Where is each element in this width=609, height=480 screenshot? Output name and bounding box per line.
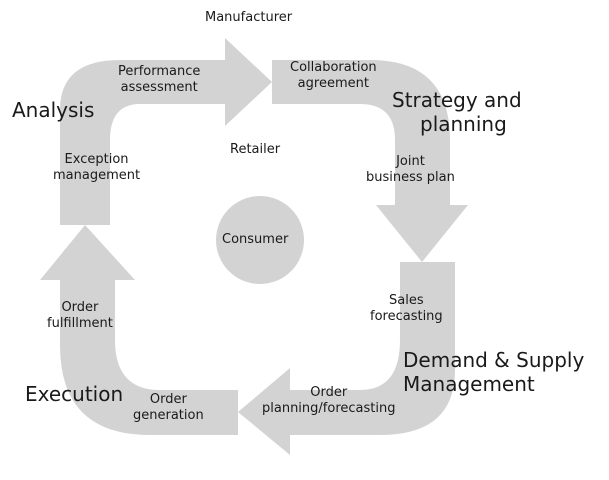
demand-line-1: Demand & Supply [403, 348, 585, 372]
analysis-phase-label: Analysis [12, 98, 95, 122]
step-label-line: management [53, 167, 141, 183]
step-order-planning-forecasting: Order planning/forecasting [262, 385, 395, 416]
step-label-line: forecasting [370, 308, 443, 324]
manufacturer-label: Manufacturer [205, 10, 293, 25]
step-label-line: Order [310, 385, 348, 400]
step-label-line: Exception [64, 152, 129, 167]
step-label-line: generation [133, 407, 204, 423]
step-collaboration-agreement: Collaboration agreement [290, 60, 377, 91]
step-joint-business-plan: Joint business plan [366, 154, 455, 185]
step-label-line: planning/forecasting [262, 400, 396, 416]
step-label-line: Collaboration [290, 60, 377, 75]
cycle-arrow-bottom-right [238, 262, 455, 455]
step-performance-assessment: Performance assessment [118, 64, 200, 95]
demand-supply-phase-label: Demand & Supply Management [403, 348, 584, 396]
cycle-arrow-top-right [272, 60, 468, 262]
cycle-arrow-bottom-left [40, 225, 238, 435]
step-label-line: Order [149, 392, 187, 407]
step-label-line: Sales [389, 293, 424, 308]
step-label-line: Performance [118, 64, 201, 79]
strategy-line-1: Strategy and [392, 88, 522, 112]
cycle-arrow-top-left [60, 38, 272, 225]
step-label-line: assessment [120, 79, 198, 95]
consumer-label: Consumer [222, 232, 289, 247]
execution-phase-label: Execution [25, 382, 124, 406]
strategy-line-2: planning [420, 112, 507, 136]
retailer-label: Retailer [230, 142, 281, 157]
step-exception-management: Exception management [53, 152, 140, 183]
step-label-line: Joint [396, 154, 425, 169]
step-label-line: agreement [297, 75, 369, 91]
step-order-generation: Order generation [133, 392, 204, 423]
step-label-line: business plan [366, 169, 455, 185]
consumer-circle [216, 196, 304, 284]
strategy-phase-label: Strategy and planning [392, 88, 522, 136]
step-label-line: Order [61, 300, 99, 315]
step-sales-forecasting: Sales forecasting [370, 293, 443, 324]
demand-line-2: Management [403, 372, 535, 396]
step-order-fulfillment: Order fulfillment [47, 300, 113, 331]
step-label-line: fulfillment [47, 315, 113, 331]
